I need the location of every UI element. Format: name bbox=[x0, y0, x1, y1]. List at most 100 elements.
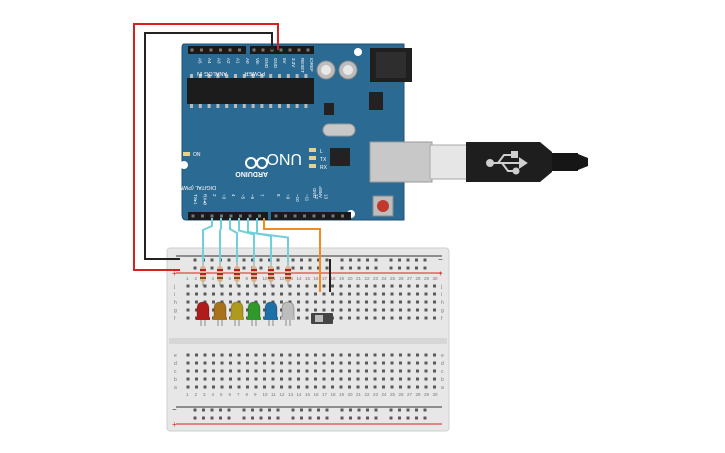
breadboard-hole[interactable] bbox=[366, 416, 369, 420]
breadboard-hole[interactable] bbox=[297, 292, 300, 296]
breadboard-hole[interactable] bbox=[212, 292, 215, 296]
breadboard-hole[interactable] bbox=[348, 377, 351, 381]
breadboard-hole[interactable] bbox=[382, 316, 385, 320]
breadboard-hole[interactable] bbox=[237, 284, 241, 288]
breadboard-hole[interactable] bbox=[339, 361, 343, 365]
breadboard-hole[interactable] bbox=[398, 266, 401, 270]
breadboard-hole[interactable] bbox=[308, 416, 312, 420]
breadboard-hole[interactable] bbox=[237, 369, 241, 373]
breadboard-hole[interactable] bbox=[433, 369, 436, 373]
breadboard-hole[interactable] bbox=[195, 361, 198, 365]
breadboard-hole[interactable] bbox=[317, 266, 320, 270]
breadboard-hole[interactable] bbox=[242, 416, 246, 420]
header-pin[interactable] bbox=[209, 48, 213, 52]
breadboard-hole[interactable] bbox=[195, 377, 198, 381]
breadboard-hole[interactable] bbox=[314, 353, 317, 357]
breadboard-hole[interactable] bbox=[373, 292, 377, 296]
header-pin[interactable] bbox=[261, 48, 265, 52]
breadboard-hole[interactable] bbox=[390, 300, 394, 304]
breadboard-hole[interactable] bbox=[389, 416, 393, 420]
breadboard-hole[interactable] bbox=[349, 408, 352, 412]
breadboard-hole[interactable] bbox=[322, 292, 326, 296]
breadboard-hole[interactable] bbox=[390, 292, 394, 296]
breadboard-hole[interactable] bbox=[305, 369, 309, 373]
breadboard-hole[interactable] bbox=[349, 416, 352, 420]
breadboard-hole[interactable] bbox=[322, 369, 326, 373]
breadboard-hole[interactable] bbox=[220, 361, 224, 365]
breadboard-hole[interactable] bbox=[259, 266, 263, 270]
breadboard-hole[interactable] bbox=[357, 258, 361, 262]
led-green[interactable] bbox=[247, 301, 261, 326]
breadboard-hole[interactable] bbox=[242, 266, 246, 270]
breadboard-hole[interactable] bbox=[210, 266, 214, 270]
breadboard-hole[interactable] bbox=[291, 408, 295, 412]
breadboard-hole[interactable] bbox=[220, 292, 224, 296]
breadboard-hole[interactable] bbox=[242, 258, 246, 262]
breadboard-hole[interactable] bbox=[433, 292, 436, 296]
breadboard-hole[interactable] bbox=[325, 266, 329, 270]
breadboard-hole[interactable] bbox=[373, 385, 377, 389]
header-pin[interactable] bbox=[274, 214, 278, 218]
breadboard-hole[interactable] bbox=[271, 385, 275, 389]
breadboard-hole[interactable] bbox=[254, 369, 258, 373]
led-blue[interactable] bbox=[264, 301, 278, 326]
breadboard-hole[interactable] bbox=[220, 369, 224, 373]
breadboard-hole[interactable] bbox=[339, 385, 343, 389]
breadboard-hole[interactable] bbox=[374, 408, 378, 412]
breadboard-hole[interactable] bbox=[237, 361, 241, 365]
breadboard-hole[interactable] bbox=[212, 308, 215, 312]
breadboard-hole[interactable] bbox=[349, 258, 352, 262]
breadboard-hole[interactable] bbox=[415, 266, 418, 270]
breadboard-hole[interactable] bbox=[193, 266, 197, 270]
header-pin[interactable] bbox=[220, 214, 223, 218]
breadboard-hole[interactable] bbox=[186, 353, 190, 357]
breadboard-hole[interactable] bbox=[195, 292, 198, 296]
wire-orange[interactable] bbox=[263, 218, 321, 292]
signal-wire[interactable] bbox=[238, 218, 255, 262]
breadboard-hole[interactable] bbox=[219, 408, 222, 412]
breadboard-hole[interactable] bbox=[406, 258, 410, 262]
breadboard-hole[interactable] bbox=[246, 369, 249, 373]
breadboard-hole[interactable] bbox=[276, 258, 280, 262]
breadboard-hole[interactable] bbox=[399, 316, 402, 320]
breadboard-hole[interactable] bbox=[203, 377, 207, 381]
breadboard-hole[interactable] bbox=[331, 300, 334, 304]
breadboard-hole[interactable] bbox=[308, 408, 312, 412]
breadboard-hole[interactable] bbox=[212, 300, 215, 304]
breadboard-hole[interactable] bbox=[288, 369, 292, 373]
breadboard-hole[interactable] bbox=[340, 258, 344, 262]
breadboard-hole[interactable] bbox=[305, 377, 309, 381]
breadboard-hole[interactable] bbox=[356, 284, 360, 288]
header-pin[interactable] bbox=[322, 214, 325, 218]
breadboard-hole[interactable] bbox=[423, 416, 427, 420]
breadboard-hole[interactable] bbox=[331, 369, 334, 373]
breadboard-hole[interactable] bbox=[212, 377, 215, 381]
breadboard-hole[interactable] bbox=[297, 361, 300, 365]
breadboard-hole[interactable] bbox=[365, 353, 368, 357]
breadboard-hole[interactable] bbox=[280, 292, 283, 296]
breadboard-hole[interactable] bbox=[407, 316, 411, 320]
breadboard-hole[interactable] bbox=[254, 353, 258, 357]
breadboard-hole[interactable] bbox=[288, 292, 292, 296]
breadboard-hole[interactable] bbox=[212, 361, 215, 365]
breadboard-hole[interactable] bbox=[229, 377, 232, 381]
breadboard-hole[interactable] bbox=[415, 408, 418, 412]
breadboard-hole[interactable] bbox=[300, 416, 303, 420]
breadboard-hole[interactable] bbox=[373, 308, 377, 312]
breadboard-hole[interactable] bbox=[416, 292, 419, 296]
breadboard-hole[interactable] bbox=[254, 385, 258, 389]
breadboard-hole[interactable] bbox=[246, 385, 249, 389]
breadboard-hole[interactable] bbox=[288, 284, 292, 288]
breadboard-hole[interactable] bbox=[382, 353, 385, 357]
breadboard-hole[interactable] bbox=[263, 377, 266, 381]
breadboard-hole[interactable] bbox=[406, 266, 410, 270]
breadboard-hole[interactable] bbox=[227, 408, 231, 412]
breadboard-hole[interactable] bbox=[389, 266, 393, 270]
header-pin[interactable] bbox=[258, 214, 261, 218]
breadboard-hole[interactable] bbox=[424, 308, 428, 312]
header-pin[interactable] bbox=[293, 214, 297, 218]
breadboard-hole[interactable] bbox=[415, 258, 418, 262]
breadboard-hole[interactable] bbox=[254, 284, 258, 288]
breadboard-hole[interactable] bbox=[373, 300, 377, 304]
breadboard-hole[interactable] bbox=[297, 353, 300, 357]
